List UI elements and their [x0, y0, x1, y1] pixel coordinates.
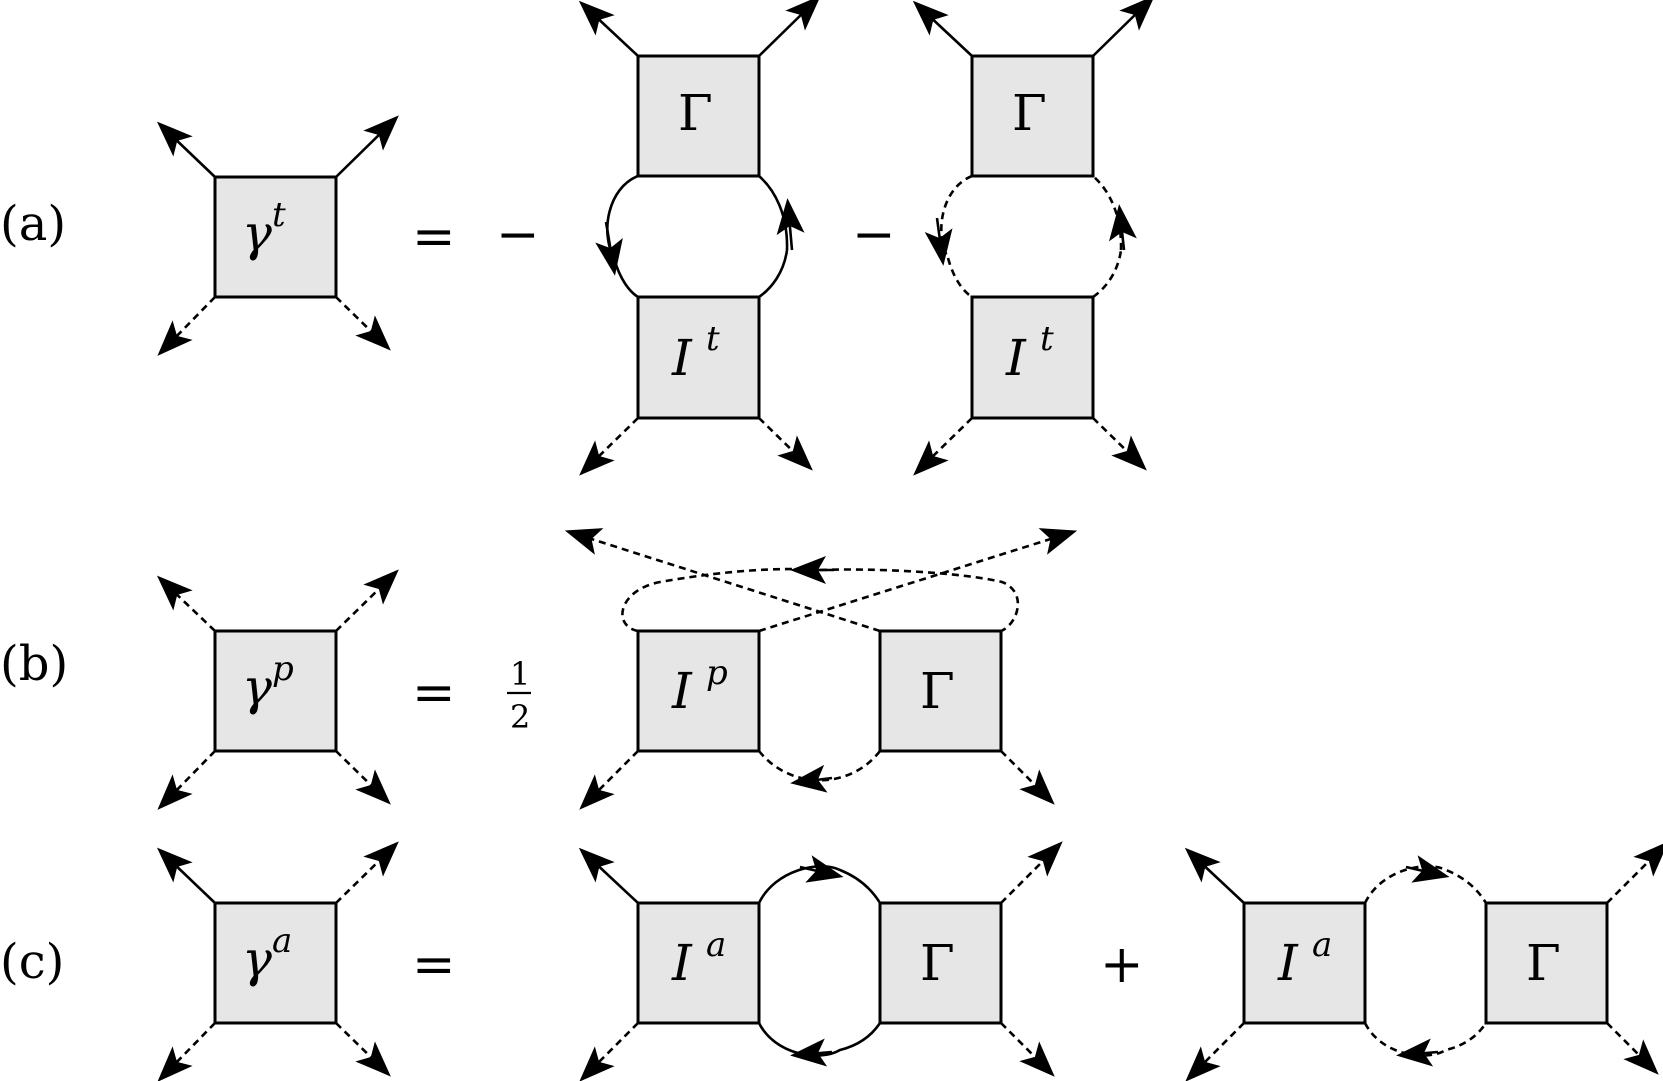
gamma-t-vertex: γ t [156, 115, 399, 356]
term-a1: Γ I t [578, 0, 821, 476]
gamma-box [878, 901, 1003, 1025]
svg-text:γ: γ [242, 930, 272, 988]
term-c2: I a Γ [1184, 841, 1663, 1081]
svg-text:I: I [1005, 329, 1027, 387]
svg-text:2: 2 [510, 698, 530, 736]
gamma-box [970, 54, 1095, 178]
svg-text:t: t [272, 195, 286, 235]
svg-text:Γ: Γ [678, 84, 713, 142]
one-half-fraction: 1 2 [507, 655, 531, 736]
irreducible-vertex-box [636, 901, 761, 1025]
svg-text:a: a [706, 925, 726, 965]
row-label-c: (c) [0, 934, 64, 990]
minus-sign: − [496, 205, 540, 265]
gamma-box [1484, 901, 1609, 1025]
svg-text:Γ: Γ [1526, 934, 1561, 992]
term-c1: I a Γ [578, 841, 1063, 1081]
svg-text:1: 1 [510, 655, 530, 693]
term-a2: Γ I t [912, 0, 1155, 476]
svg-text:t: t [1040, 319, 1054, 359]
svg-text:Γ: Γ [920, 934, 955, 992]
row-a: γ t = − Γ I t − [156, 0, 1155, 476]
plus-sign: + [1100, 935, 1144, 995]
irreducible-vertex-box [970, 295, 1095, 420]
svg-text:I: I [1277, 934, 1299, 992]
row-label-a: (a) [0, 196, 66, 252]
irreducible-vertex-box [636, 629, 761, 753]
svg-text:I: I [671, 662, 693, 720]
irreducible-vertex-box [1242, 901, 1367, 1025]
minus-sign-2: − [852, 205, 896, 265]
svg-text:Γ: Γ [1012, 84, 1047, 142]
gamma-p-vertex: γ p [156, 569, 399, 810]
term-b1: I p Γ [564, 528, 1078, 810]
svg-text:a: a [272, 921, 292, 961]
svg-text:p: p [272, 649, 294, 689]
gamma-box [636, 54, 761, 178]
svg-text:Γ: Γ [920, 662, 955, 720]
svg-text:γ: γ [242, 204, 272, 262]
svg-text:p: p [706, 653, 728, 693]
equals-sign: = [412, 207, 456, 267]
svg-text:γ: γ [242, 658, 272, 716]
row-c: γ a = I a Γ + [156, 841, 1663, 1081]
equals-sign: = [412, 663, 456, 723]
irreducible-vertex-box [636, 295, 761, 420]
svg-text:I: I [671, 329, 693, 387]
gamma-box [878, 629, 1003, 753]
equals-sign: = [412, 935, 456, 995]
gamma-a-vertex: γ a [156, 841, 399, 1081]
row-label-b: (b) [0, 636, 68, 692]
svg-text:I: I [671, 934, 693, 992]
svg-text:a: a [1312, 925, 1332, 965]
svg-text:t: t [706, 319, 720, 359]
row-b: γ p = 1 2 I p Γ [156, 528, 1078, 810]
